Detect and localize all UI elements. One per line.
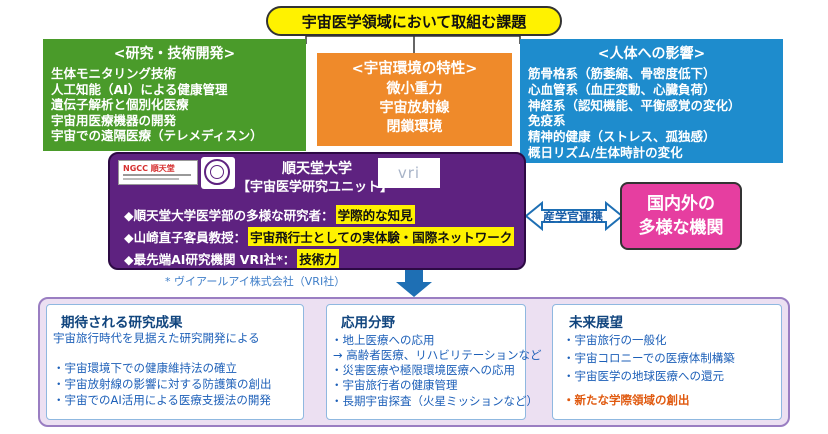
unit-row-label: ◆山崎直子客員教授： — [124, 230, 247, 245]
application-fields-panel: 応用分野 地上医療への応用 → 高齢者医療、リハビリテーションなど 災害医療や極… — [326, 304, 542, 420]
applications-item: 災害医療や極限環境医療への応用 — [331, 363, 516, 378]
future-item: 宇宙医学の地球医療への還元 — [563, 369, 725, 384]
space-environment-box: <宇宙環境の特性> 微小重力 宇宙放射線 閉鎖環境 — [317, 53, 512, 146]
unit-row-label: ◆順天堂大学医学部の多様な研究者： — [124, 208, 334, 223]
future-item: 宇宙旅行の一般化 — [563, 333, 667, 348]
research-item: 人工知能（AI）による健康管理 — [51, 81, 228, 97]
future-outlook-panel: 未来展望 宇宙旅行の一般化 宇宙コロニーでの医療体制構築 宇宙医学の地球医療への… — [552, 304, 782, 420]
applications-item: 長期宇宙探査（火星ミッションなど） — [331, 394, 539, 409]
body-impact-item: 神経系（認知機能、平衡感覚の変化） — [528, 97, 741, 113]
expected-outcomes-panel: 期待される研究成果 宇宙旅行時代を見据えた研究開発による 宇宙環境下での健康維持… — [46, 304, 304, 420]
vri-logo: vri — [378, 158, 440, 188]
applications-header: 応用分野 — [341, 315, 395, 331]
unit-row: ◆山崎直子客員教授： 宇宙飛行士としての実体験・国際ネットワーク — [124, 227, 515, 246]
ngcc-logo: NGCC 順天堂 — [118, 160, 198, 185]
collaboration-label: 産学官連携 — [542, 209, 603, 224]
unit-row: ◆順天堂大学医学部の多様な研究者： 学際的な知見 — [124, 205, 415, 224]
applications-item: → 高齢者医療、リハビリテーションなど — [333, 348, 542, 362]
applications-item: 宇宙旅行者の健康管理 — [331, 378, 458, 393]
university-seal-icon — [201, 157, 235, 189]
unit-row: ◆最先端AI研究機関 VRI社*： 技術力 — [124, 249, 339, 268]
future-highlight: 新たな学際領域の創出 — [563, 393, 690, 408]
title-text: 宇宙医学領域において取組む課題 — [301, 12, 527, 31]
footnote: * ヴイアールアイ株式会社（VRI社） — [165, 275, 346, 288]
environment-item: 閉鎖環境 — [386, 119, 443, 135]
research-unit-box: NGCC 順天堂 順天堂大学 【宇宙医学研究ユニット】 vri ◆順天堂大学医学… — [108, 152, 526, 270]
future-item: 宇宙コロニーでの医療体制構築 — [563, 351, 735, 366]
institutions-line: 国内外の — [647, 194, 715, 214]
title-box: 宇宙医学領域において取組む課題 — [266, 6, 562, 36]
research-item: 宇宙用医療機器の開発 — [51, 112, 177, 128]
down-arrow-icon — [396, 270, 432, 297]
institutions-box: 国内外の 多様な機関 — [620, 182, 742, 250]
body-impact-item: 概日リズム/生体時計の変化 — [528, 144, 683, 160]
body-impact-item: 筋骨格系（筋萎縮、骨密度低下） — [528, 66, 716, 81]
outcomes-lead: 宇宙旅行時代を見据えた研究開発による — [53, 331, 260, 345]
body-impact-item: 心血管系（血圧変動、心臓負荷） — [528, 81, 716, 97]
outcomes-item: 宇宙でのAI活用による医療支援法の開発 — [53, 393, 271, 408]
university-name: 順天堂大学 — [282, 161, 352, 177]
unit-row-highlight: 宇宙飛行士としての実体験・国際ネットワーク — [248, 227, 515, 246]
outcomes-item: 宇宙放射線の影響に対する防護策の創出 — [53, 377, 272, 392]
research-header: <研究・技術開発> — [113, 46, 236, 62]
outcomes-header: 期待される研究成果 — [61, 315, 183, 331]
environment-item: 宇宙放射線 — [379, 100, 450, 116]
vri-logo-text: vri — [397, 164, 421, 182]
environment-item: 微小重力 — [386, 81, 443, 97]
body-impact-item: 免疫系 — [528, 113, 566, 129]
human-body-impact-box: <人体への影響> 筋骨格系（筋萎縮、骨密度低下） 心血管系（血圧変動、心臓負荷）… — [520, 39, 783, 163]
unit-name: 【宇宙医学研究ユニット】 — [236, 180, 393, 195]
institutions-line: 多様な機関 — [638, 218, 724, 238]
future-header: 未来展望 — [569, 315, 623, 331]
environment-header: <宇宙環境の特性> — [351, 61, 478, 77]
research-item: 遺伝子解析と個別化医療 — [51, 97, 189, 112]
research-item: 宇宙での遠隔医療（テレメディスン） — [51, 128, 263, 143]
unit-row-highlight: 学際的な知見 — [335, 205, 415, 224]
research-item: 生体モニタリング技術 — [51, 66, 177, 81]
unit-row-label: ◆最先端AI研究機関 VRI社*： — [124, 252, 296, 267]
research-development-box: <研究・技術開発> 生体モニタリング技術 人工知能（AI）による健康管理 遺伝子… — [43, 39, 306, 151]
body-impact-item: 精神的健康（ストレス、孤独感） — [528, 129, 716, 145]
unit-row-highlight: 技術力 — [297, 249, 339, 268]
outcomes-item: 宇宙環境下での健康維持法の確立 — [53, 361, 238, 376]
body-impact-header: <人体への影響> — [597, 46, 706, 62]
ngcc-logo-text: NGCC 順天堂 — [123, 164, 175, 173]
applications-item: 地上医療への応用 — [331, 333, 435, 348]
